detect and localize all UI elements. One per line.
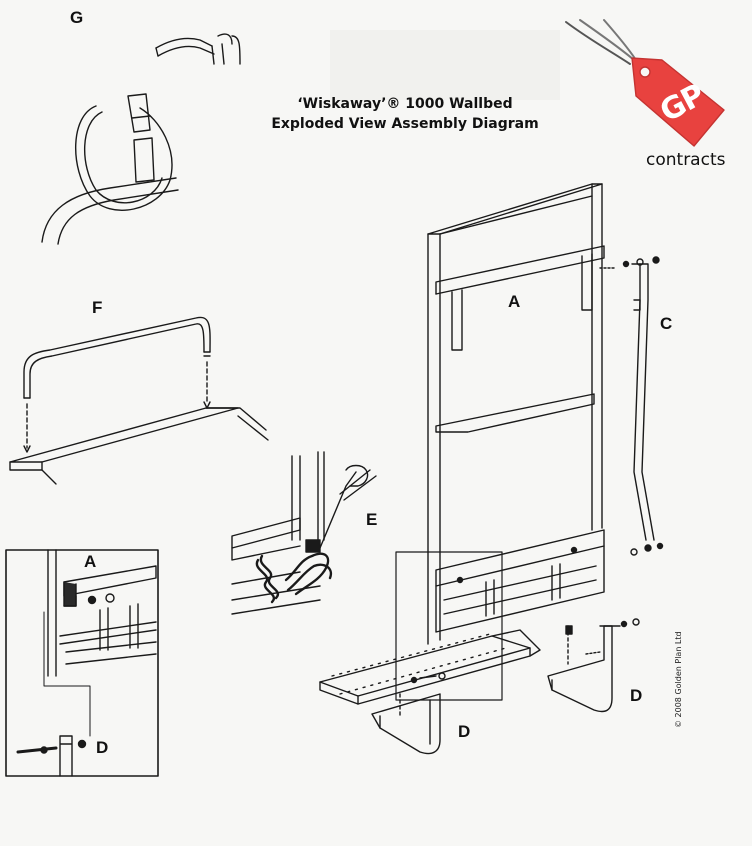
brand-name: contracts	[646, 150, 726, 170]
label-d-inset: D	[96, 738, 109, 757]
inset-detail-box	[5, 549, 159, 777]
frame-detail-f	[9, 316, 269, 485]
wallbed-frame-a	[427, 183, 660, 645]
label-d-left: D	[458, 722, 471, 741]
label-d-right: D	[630, 686, 643, 705]
base-frame	[319, 551, 640, 755]
side-arm-c	[630, 263, 664, 556]
label-g: G	[70, 8, 84, 27]
copyright-notice: © 2008 Golden Plan Ltd	[674, 631, 683, 728]
gp-contracts-logo	[565, 19, 725, 147]
label-e: E	[366, 510, 378, 529]
diagram-title-line1: ‘Wiskaway’® 1000 Wallbed	[297, 96, 513, 112]
diagram-title-line2: Exploded View Assembly Diagram	[271, 116, 539, 132]
spring-detail-e	[231, 451, 377, 615]
label-f: F	[92, 298, 103, 317]
strap-detail-g	[41, 33, 241, 245]
label-c: C	[660, 314, 673, 333]
label-a-inset: A	[84, 552, 97, 571]
label-a-main: A	[508, 292, 521, 311]
